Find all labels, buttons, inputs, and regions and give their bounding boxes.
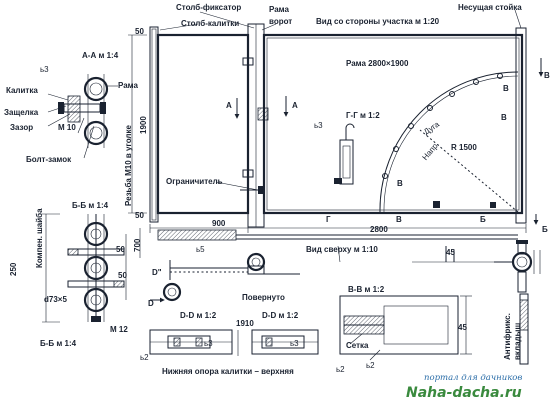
label-antifriks-2: вкладыш	[513, 323, 522, 360]
label-rama-small: Рама	[118, 81, 138, 90]
label-stolb-kalitki: Столб-калитки	[181, 19, 239, 28]
label-v5: В	[396, 215, 402, 224]
label-setka: Сетка	[346, 341, 369, 350]
label-250: 250	[9, 262, 18, 276]
label-b2-a: ь2	[140, 353, 149, 362]
label-b3-b: ь3	[314, 121, 323, 130]
label-g: Г	[326, 215, 331, 224]
top-view	[139, 228, 541, 303]
label-50d: 50	[118, 271, 127, 280]
label-1910: 1910	[236, 319, 254, 328]
label-nesushaya: Несущая стойка	[458, 3, 522, 12]
label-duga: Дуга	[422, 119, 441, 136]
label-rama-vorot-2: ворот	[269, 17, 292, 26]
label-b2: Б	[542, 225, 548, 234]
arc-guide	[379, 71, 519, 213]
label-vv: В-В м 1:2	[348, 285, 385, 294]
label-komp: Компен. шайба	[35, 208, 44, 268]
label-v1: В	[503, 84, 509, 93]
label-vid-uchastka: Вид со стороны участка м 1:20	[316, 17, 440, 26]
label-napr: Напр.	[421, 140, 442, 162]
wicket-frame	[156, 33, 250, 215]
label-d73: d73×5	[44, 295, 67, 304]
label-stolb-fiksator: Столб-фиксатор	[176, 3, 241, 12]
label-zazor: Зазор	[10, 123, 33, 132]
label-700: 700	[133, 238, 142, 252]
label-zashelka: Защелка	[4, 108, 39, 117]
label-bb-bottom: Б-Б м 1:4	[40, 339, 77, 348]
watermark-subtitle: портал для дачников	[424, 373, 522, 383]
label-a-right: А	[292, 101, 298, 110]
label-aa: А-А м 1:4	[82, 51, 119, 60]
elevation-view	[128, 9, 544, 233]
text-labels: Столб-фиксатор Столб-калитки Рама ворот …	[4, 3, 550, 376]
label-r1500: R 1500	[451, 143, 477, 152]
label-1900: 1900	[139, 116, 148, 134]
label-dprime: D"	[152, 268, 162, 277]
label-v2: В	[397, 179, 403, 188]
label-b2-c: ь2	[366, 361, 375, 370]
label-ogranichitel: Ограничитель	[166, 177, 223, 186]
label-45a: 45	[446, 248, 455, 257]
label-rama-main: Рама 2800×1900	[346, 59, 409, 68]
label-kalitka: Калитка	[6, 86, 38, 95]
section-vv	[339, 293, 529, 365]
label-45b: 45	[458, 323, 467, 332]
label-b3-c: ь3	[204, 339, 213, 348]
label-2800: 2800	[370, 225, 388, 234]
section-aa	[47, 74, 118, 159]
wicket-post	[149, 26, 159, 223]
watermark: портал для дачников Naha-dacha.ru	[406, 373, 522, 401]
label-v4: В	[544, 71, 550, 80]
label-50b: 50	[135, 211, 144, 220]
label-b3-a: ь3	[40, 65, 49, 74]
label-vid-sverhu: Вид сверху м 1:10	[306, 245, 378, 254]
label-m12: М 12	[110, 325, 128, 334]
label-rama-vorot: Рама	[269, 5, 289, 14]
label-rezba: Резьба М10 в уголке	[124, 125, 133, 206]
label-gg: Г-Г м 1:2	[346, 111, 380, 120]
label-bb-top: Б-Б м 1:4	[72, 201, 109, 210]
label-50a: 50	[135, 27, 144, 36]
label-50c: 50	[116, 245, 125, 254]
watermark-site: Naha-dacha.ru	[406, 385, 522, 401]
label-900: 900	[212, 219, 226, 228]
section-bb	[42, 213, 127, 323]
label-dd-left: D-D м 1:2	[180, 311, 217, 320]
label-m10: М 10	[58, 123, 76, 132]
label-v3: В	[501, 113, 507, 122]
label-b5: ь5	[196, 245, 205, 254]
label-d: D	[148, 299, 154, 308]
label-b: Б	[480, 215, 486, 224]
label-dd-right: D-D м 1:2	[262, 311, 299, 320]
latch-gg	[339, 139, 354, 185]
label-bolt: Болт-замок	[26, 155, 72, 164]
label-nizhnyaya: Нижняя опора калитки – верхняя	[162, 367, 294, 376]
section-dd	[149, 329, 319, 356]
label-b3-d: ь3	[290, 339, 299, 348]
label-antifriks: Антифрикс.	[503, 313, 512, 360]
label-povernuto: Повернуто	[242, 293, 285, 302]
label-a-left: А	[226, 101, 232, 110]
label-b2-b: ь2	[336, 365, 345, 374]
